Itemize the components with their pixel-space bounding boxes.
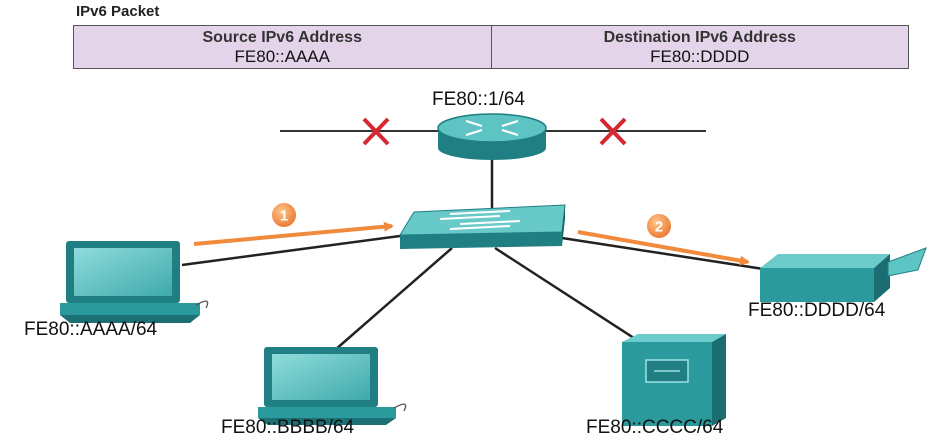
source-address-header: Source IPv6 Address bbox=[202, 29, 362, 46]
arrow-step-2 bbox=[577, 230, 750, 266]
router-address-label: FE80::1/64 bbox=[432, 89, 525, 110]
destination-address-value: FE80::DDDD bbox=[650, 47, 750, 66]
pc-a-address-label: FE80::AAAA/64 bbox=[24, 319, 158, 340]
step-number-2: 2 bbox=[655, 219, 663, 236]
packet-title: IPv6 Packet bbox=[76, 3, 160, 20]
destination-address-cell: Destination IPv6 Address FE80::DDDD bbox=[490, 26, 909, 68]
step-badge-1: 1 bbox=[270, 201, 298, 229]
blocked-x-mark-right bbox=[599, 117, 627, 146]
server-c-address-label: FE80::CCCC/64 bbox=[586, 417, 724, 438]
server-icon bbox=[622, 334, 726, 426]
source-address-value: FE80::AAAA bbox=[234, 47, 330, 66]
blocked-x-mark-left bbox=[362, 117, 390, 146]
switch-pc-a-link bbox=[181, 234, 401, 267]
pc-a-icon bbox=[60, 241, 209, 323]
pc-b-address-label: FE80::BBBB/64 bbox=[221, 417, 355, 438]
switch-pc-b-link bbox=[334, 247, 453, 351]
pc-b-icon bbox=[258, 347, 407, 425]
destination-address-header: Destination IPv6 Address bbox=[603, 29, 796, 46]
source-address-cell: Source IPv6 Address FE80::AAAA bbox=[74, 26, 491, 68]
router-icon bbox=[437, 113, 547, 160]
switch-server-link bbox=[494, 246, 641, 344]
switch-printer-link bbox=[561, 236, 771, 272]
switch-icon bbox=[399, 204, 566, 249]
printer-icon bbox=[760, 247, 927, 302]
step-badge-2: 2 bbox=[645, 212, 673, 240]
step-number-1: 1 bbox=[280, 208, 288, 225]
printer-d-address-label: FE80::DDDD/64 bbox=[748, 300, 886, 321]
ipv6-packet-header: Source IPv6 Address FE80::AAAA Destinati… bbox=[73, 25, 909, 69]
arrow-step-1 bbox=[193, 221, 394, 246]
